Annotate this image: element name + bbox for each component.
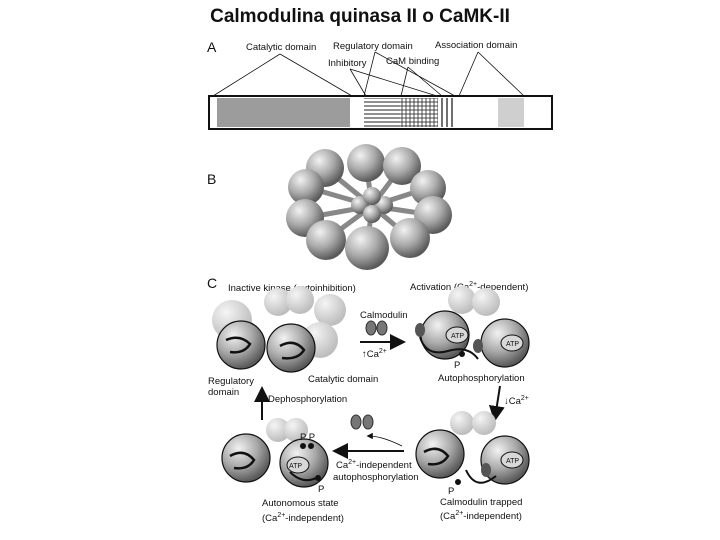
catalytic-segment xyxy=(217,98,350,127)
active-kinase xyxy=(415,286,530,368)
cam-binding-label: CaM binding xyxy=(386,56,439,67)
independent-label-2: autophosphorylation xyxy=(333,472,419,483)
independent-label-1: Ca2+-independent xyxy=(336,459,412,471)
regulatory-label-2: domain xyxy=(208,387,239,398)
pp-label: P P xyxy=(300,432,315,443)
atp-label-4: ATP xyxy=(289,463,302,470)
ca-decrease-arrow xyxy=(488,385,505,422)
release-arrow xyxy=(366,432,403,447)
atp-label-2: ATP xyxy=(506,341,519,348)
calmodulin-trapped-label: Calmodulin trapped xyxy=(440,497,522,508)
autonomous-state-label: Autonomous state xyxy=(262,498,339,509)
trapped-independent-label: (Ca2+-independent) xyxy=(440,510,522,522)
inactive-kinase-label: Inactive kinase (autoinhibition) xyxy=(228,283,356,294)
released-calmodulin-icon xyxy=(350,414,374,430)
inhibitory-segment xyxy=(364,98,400,127)
association-segment xyxy=(498,98,524,127)
catalytic-domain-label-c: Catalytic domain xyxy=(308,374,378,385)
p-label-2: P xyxy=(448,486,454,497)
domain-bar xyxy=(208,95,553,130)
p-label-3: P xyxy=(318,484,324,495)
page-title: Calmodulina quinasa II o CaMK-II xyxy=(210,6,510,27)
panel-b-letter: B xyxy=(207,171,216,187)
autonomous-kinase xyxy=(221,418,329,488)
atp-label-3: ATP xyxy=(506,458,519,465)
catalytic-domain-label: Catalytic domain xyxy=(246,42,316,53)
ca-decrease-label: ↓Ca2+ xyxy=(504,395,529,407)
inactive-kinase xyxy=(212,286,346,373)
leader-lines xyxy=(212,51,525,97)
autophosphorylation-label: Autophosphorylation xyxy=(438,373,525,384)
trapped-kinase xyxy=(415,411,530,485)
activation-label: Activation (Ca2+-dependent) xyxy=(410,281,528,293)
regulatory-domain-label: Regulatory domain xyxy=(333,41,413,52)
regulatory-label-1: Regulatory xyxy=(208,376,254,387)
calmodulin-icon xyxy=(365,320,388,336)
p-label-1: P xyxy=(454,360,460,371)
dephosphorylation-label: Dephosphorylation xyxy=(268,394,347,405)
calmodulin-label: Calmodulin xyxy=(360,310,408,321)
holoenzyme-model xyxy=(286,144,452,270)
autonomous-independent-label: (Ca2+-independent) xyxy=(262,512,344,524)
cam-binding-segment xyxy=(400,98,438,127)
panel-a-letter: A xyxy=(207,39,217,55)
atp-label-1: ATP xyxy=(451,333,464,340)
ca-increase-label: ↑Ca2+ xyxy=(362,348,387,360)
panel-c-letter: C xyxy=(207,275,217,291)
association-domain-label: Association domain xyxy=(435,40,517,51)
inhibitory-label: Inhibitory xyxy=(328,58,367,69)
